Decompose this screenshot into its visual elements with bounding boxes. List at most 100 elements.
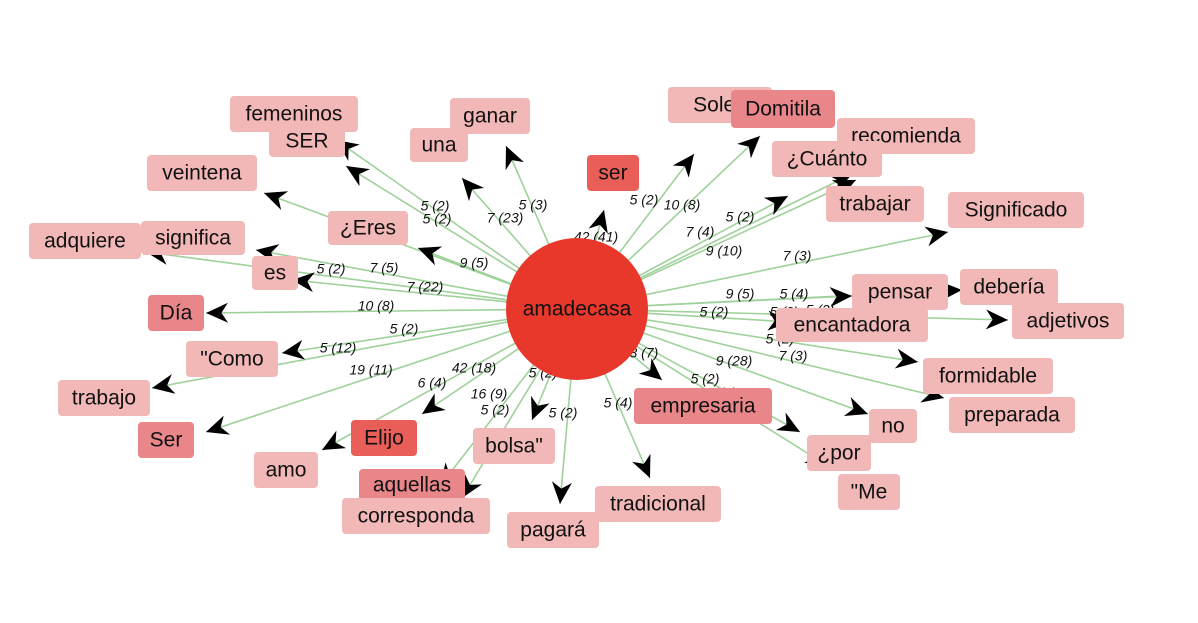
- edge-arrowhead: [737, 136, 760, 159]
- graph-node-box[interactable]: [595, 486, 721, 522]
- graph-node-box[interactable]: [948, 192, 1084, 228]
- graph-node-label: pagará: [520, 519, 586, 542]
- graph-node-box[interactable]: [869, 409, 917, 443]
- edge-arrowhead: [829, 287, 852, 308]
- graph-node[interactable]: aquellas: [359, 469, 465, 501]
- edge-label: 7 (22): [407, 279, 444, 295]
- graph-node-box[interactable]: [138, 422, 194, 458]
- graph-node[interactable]: empresaria: [634, 388, 772, 424]
- graph-node[interactable]: ser: [587, 155, 639, 191]
- graph-node-box[interactable]: [359, 469, 465, 501]
- graph-node-box[interactable]: [186, 341, 278, 377]
- graph-node-box[interactable]: [410, 128, 468, 162]
- graph-node-box[interactable]: [852, 274, 948, 310]
- graph-node-label: debería: [973, 276, 1045, 299]
- graph-node-box[interactable]: [731, 90, 835, 128]
- graph-node-box[interactable]: [148, 295, 204, 331]
- graph-node-label: trabajar: [839, 193, 910, 216]
- graph-node-box[interactable]: [949, 397, 1075, 433]
- graph-node-box[interactable]: [507, 512, 599, 548]
- graph-node[interactable]: bolsa": [473, 428, 555, 464]
- graph-node-box[interactable]: [776, 308, 928, 342]
- graph-node-box[interactable]: [473, 428, 555, 464]
- graph-node-box[interactable]: [450, 98, 530, 134]
- graph-node[interactable]: ¿por: [807, 435, 871, 471]
- graph-node-box[interactable]: [772, 141, 882, 177]
- graph-node[interactable]: ganar: [450, 98, 530, 134]
- graph-node-box[interactable]: [141, 221, 245, 255]
- graph-node-label: trabajo: [72, 387, 136, 410]
- graph-node-box[interactable]: [147, 155, 257, 191]
- graph-node-label: es: [264, 262, 286, 285]
- graph-node-box[interactable]: [923, 358, 1053, 394]
- center-node[interactable]: amadecasa: [506, 238, 648, 380]
- graph-node-box[interactable]: [252, 256, 298, 290]
- graph-node-box[interactable]: [254, 452, 318, 488]
- graph-node[interactable]: Domitila: [731, 90, 835, 128]
- graph-node[interactable]: es: [252, 256, 298, 290]
- edge-label: 5 (2): [700, 304, 729, 320]
- graph-node-label: adjetivos: [1027, 310, 1110, 333]
- graph-node[interactable]: ¿Cuánto: [772, 141, 882, 177]
- graph-node[interactable]: no: [869, 409, 917, 443]
- edge-label: 9 (5): [726, 286, 755, 302]
- graph-node[interactable]: trabajo: [58, 380, 150, 416]
- edge-label: 7 (4): [686, 224, 715, 240]
- graph-node[interactable]: encantadora: [776, 308, 928, 342]
- graph-node[interactable]: "Como: [186, 341, 278, 377]
- graph-node[interactable]: SER: [269, 125, 345, 157]
- graph-node-box[interactable]: [342, 498, 490, 534]
- graph-node-box[interactable]: [960, 269, 1058, 305]
- graph-node-box[interactable]: [1012, 303, 1124, 339]
- graph-node-box[interactable]: [29, 223, 141, 259]
- edge-arrowhead: [775, 412, 800, 432]
- graph-node[interactable]: veintena: [147, 155, 257, 191]
- graph-node-box[interactable]: [634, 388, 772, 424]
- edge-label: 5 (2): [421, 198, 450, 214]
- graph-node-label: Significado: [965, 199, 1068, 222]
- graph-node[interactable]: trabajar: [826, 186, 924, 222]
- graph-node[interactable]: Ser: [138, 422, 194, 458]
- graph-node[interactable]: Elijo: [351, 420, 417, 456]
- graph-node-box[interactable]: [807, 435, 871, 471]
- edge-label: 7 (3): [779, 348, 808, 364]
- edge-arrowhead: [985, 309, 1008, 330]
- graph-node[interactable]: pagará: [507, 512, 599, 548]
- graph-node-box[interactable]: [328, 211, 408, 245]
- graph-node[interactable]: formidable: [923, 358, 1053, 394]
- graph-node[interactable]: adquiere: [29, 223, 141, 259]
- center-node-circle[interactable]: [506, 238, 648, 380]
- graph-node[interactable]: pensar: [852, 274, 948, 310]
- graph-node[interactable]: femeninos: [230, 96, 358, 132]
- graph-node-box[interactable]: [351, 420, 417, 456]
- graph-node[interactable]: Día: [148, 295, 204, 331]
- edge-label: 5 (2): [481, 402, 510, 418]
- graph-node-label: no: [881, 415, 904, 438]
- graph-node[interactable]: adjetivos: [1012, 303, 1124, 339]
- graph-node-label: una: [421, 134, 456, 157]
- graph-node[interactable]: ¿Eres: [328, 211, 408, 245]
- graph-node-label: Ser: [150, 429, 183, 452]
- graph-node[interactable]: significa: [141, 221, 245, 255]
- graph-node-label: ser: [598, 162, 627, 185]
- graph-node-box[interactable]: [826, 186, 924, 222]
- graph-node-box[interactable]: [838, 474, 900, 510]
- edge-arrowhead: [672, 154, 694, 178]
- graph-node-label: "Como: [200, 348, 263, 371]
- graph-node[interactable]: debería: [960, 269, 1058, 305]
- graph-node-label: ¿Eres: [340, 217, 396, 240]
- graph-node[interactable]: amo: [254, 452, 318, 488]
- graph-node-label: significa: [155, 227, 231, 250]
- graph-node-box[interactable]: [269, 125, 345, 157]
- edge-arrowhead: [530, 395, 550, 420]
- graph-node[interactable]: preparada: [949, 397, 1075, 433]
- graph-node[interactable]: una: [410, 128, 468, 162]
- graph-node[interactable]: corresponda: [342, 498, 490, 534]
- graph-node[interactable]: "Me: [838, 474, 900, 510]
- graph-node-box[interactable]: [58, 380, 150, 416]
- graph-node[interactable]: tradicional: [595, 486, 721, 522]
- edge-arrowhead: [264, 191, 289, 211]
- graph-node-box[interactable]: [230, 96, 358, 132]
- graph-node-box[interactable]: [587, 155, 639, 191]
- graph-node[interactable]: Significado: [948, 192, 1084, 228]
